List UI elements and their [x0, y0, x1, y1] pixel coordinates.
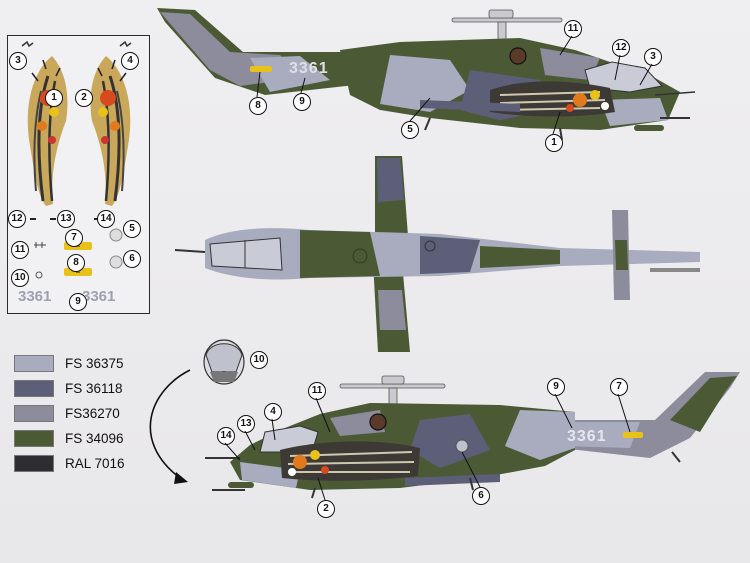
callout-12: 12 — [8, 210, 26, 228]
callout-9-top: 9 — [293, 93, 311, 111]
legend-row-2: FS 36118 — [14, 380, 123, 397]
claw-art-top — [490, 81, 615, 117]
bird-icon-left — [21, 40, 34, 48]
decal-6 — [109, 255, 123, 269]
callout-2-bottom: 2 — [317, 500, 335, 518]
legend-row-1: FS 36375 — [14, 355, 124, 372]
callout-7-bottom: 7 — [610, 378, 628, 396]
callout-8-top: 8 — [249, 97, 267, 115]
callout-2: 2 — [75, 89, 93, 107]
callout-8: 8 — [67, 254, 85, 272]
legend-label: FS 36375 — [65, 356, 124, 371]
callout-12-top: 12 — [612, 39, 630, 57]
legend-label: RAL 7016 — [65, 456, 125, 471]
swatch-ral7016 — [14, 455, 54, 472]
legend-label: FS 36118 — [65, 381, 123, 396]
legend-row-5: RAL 7016 — [14, 455, 125, 472]
decal-sheet: ▬ ▬ 3361 3361 3 4 1 2 12 13 14 5 7 11 6 … — [7, 35, 150, 314]
legend-row-4: FS 34096 — [14, 430, 124, 447]
callout-9: 9 — [69, 293, 87, 311]
callout-3-top: 3 — [644, 48, 662, 66]
decal-registration-left: 3361 — [18, 288, 52, 305]
decal-5 — [109, 228, 123, 242]
callout-11: 11 — [11, 241, 29, 259]
legend-label: FS36270 — [65, 406, 120, 421]
decal-10 — [35, 271, 43, 279]
swatch-fs36118 — [14, 380, 54, 397]
swatch-fs34096 — [14, 430, 54, 447]
legend-row-3: FS36270 — [14, 405, 120, 422]
swatch-fs36270 — [14, 405, 54, 422]
callout-5-top: 5 — [401, 121, 419, 139]
callout-10: 10 — [11, 269, 29, 287]
callout-6: 6 — [123, 250, 141, 268]
decal-11 — [34, 242, 46, 248]
callout-4: 4 — [121, 52, 139, 70]
callout-5: 5 — [123, 220, 141, 238]
callout-3: 3 — [9, 52, 27, 70]
callout-13: 13 — [57, 210, 75, 228]
callout-1: 1 — [45, 89, 63, 107]
callout-1-top: 1 — [545, 134, 563, 152]
registration-bottom: 3361 — [567, 428, 607, 445]
callout-4-bottom: 4 — [264, 403, 282, 421]
callout-6-bottom: 6 — [472, 487, 490, 505]
registration-top: 3361 — [289, 60, 329, 77]
claw-decal-right — [90, 56, 131, 206]
bird-icon-right — [119, 40, 132, 48]
callout-11-top: 11 — [564, 20, 582, 38]
claw-art-bottom — [280, 441, 420, 481]
callout-10-detail: 10 — [250, 351, 268, 369]
detail-arrow — [149, 369, 191, 479]
swatch-fs36375 — [14, 355, 54, 372]
callout-7: 7 — [65, 229, 83, 247]
legend-label: FS 34096 — [65, 431, 124, 446]
decal-registration-right: 3361 — [82, 288, 116, 305]
callout-14: 14 — [97, 210, 115, 228]
